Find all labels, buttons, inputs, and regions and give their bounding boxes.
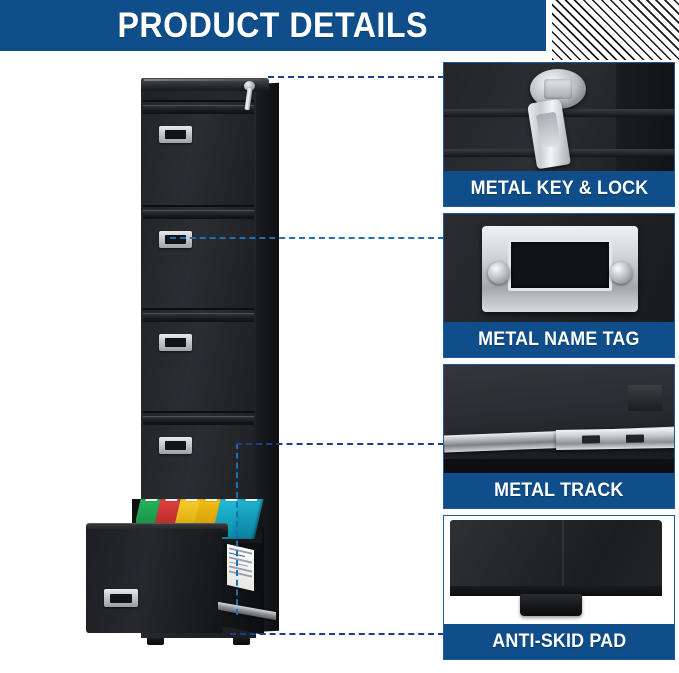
rail-slot (581, 435, 601, 444)
cabinet-lock-icon (244, 81, 255, 91)
panel-anti-skid-pad[interactable]: ANTI-SKID PAD (443, 515, 675, 660)
rail-slot (625, 434, 645, 443)
track-bracket (628, 385, 662, 411)
open-drawer-front (86, 529, 222, 633)
warning-label-sticker (227, 543, 254, 592)
cabinet-bottom-edge (450, 586, 662, 596)
cabinet-top-highlight (144, 79, 262, 81)
anti-skid-pad-icon (520, 594, 582, 616)
panel-metal-key-lock[interactable]: METAL KEY & LOCK (443, 62, 675, 207)
open-drawer (86, 495, 276, 638)
drawer-3 (143, 308, 254, 411)
panel-label-metal-track: METAL TRACK (444, 473, 674, 508)
cabinet-foot-right (233, 638, 250, 645)
panel-label-anti-skid-pad: ANTI-SKID PAD (444, 624, 674, 659)
header-banner: PRODUCT DETAILS (0, 0, 546, 51)
drawer-2 (143, 205, 254, 308)
feature-panels: METAL KEY & LOCK METAL NAME TAG (443, 62, 675, 666)
drawer-4 (143, 411, 254, 514)
slide-rail-upper (555, 427, 674, 451)
header: PRODUCT DETAILS (0, 0, 679, 60)
pad-connector (230, 633, 444, 635)
panel-label-metal-name-tag: METAL NAME TAG (444, 322, 674, 357)
cabinet-bottom-corner (450, 520, 662, 592)
track-connector (236, 443, 444, 445)
cabinet-corner-seam (562, 520, 564, 592)
panel-image-metal-name-tag (444, 214, 674, 324)
diagonal-hatch-decoration (552, 0, 679, 60)
cabinet-interior-surface (444, 365, 674, 475)
panel-image-anti-skid-pad (444, 516, 674, 626)
panel-image-metal-track (444, 365, 674, 475)
panel-image-metal-key-lock (444, 63, 674, 173)
name-tag-plate (159, 126, 192, 143)
name-tag-knob-left (488, 262, 510, 284)
cabinet-foot-left (147, 638, 164, 645)
name-tag-icon (482, 226, 638, 312)
product-photo-area (0, 55, 444, 673)
cabinet-base-shadow (444, 459, 674, 475)
page-title: PRODUCT DETAILS (117, 5, 429, 45)
panel-metal-name-tag[interactable]: METAL NAME TAG (443, 213, 675, 358)
drawer-1 (143, 100, 254, 205)
name-tag-plate (159, 334, 192, 351)
panel-label-metal-key-lock: METAL KEY & LOCK (444, 171, 674, 206)
name-tag-plate (159, 437, 192, 454)
cabinet-top (141, 78, 269, 91)
nametag-connector (170, 237, 444, 239)
panel-metal-track[interactable]: METAL TRACK (443, 364, 675, 509)
name-tag-window (508, 239, 612, 291)
name-tag-knob-right (610, 262, 632, 284)
open-drawer-name-tag (104, 589, 138, 607)
lock-connector (268, 76, 444, 78)
track-connector-vertical (236, 443, 238, 615)
name-tag-plate (159, 231, 192, 248)
